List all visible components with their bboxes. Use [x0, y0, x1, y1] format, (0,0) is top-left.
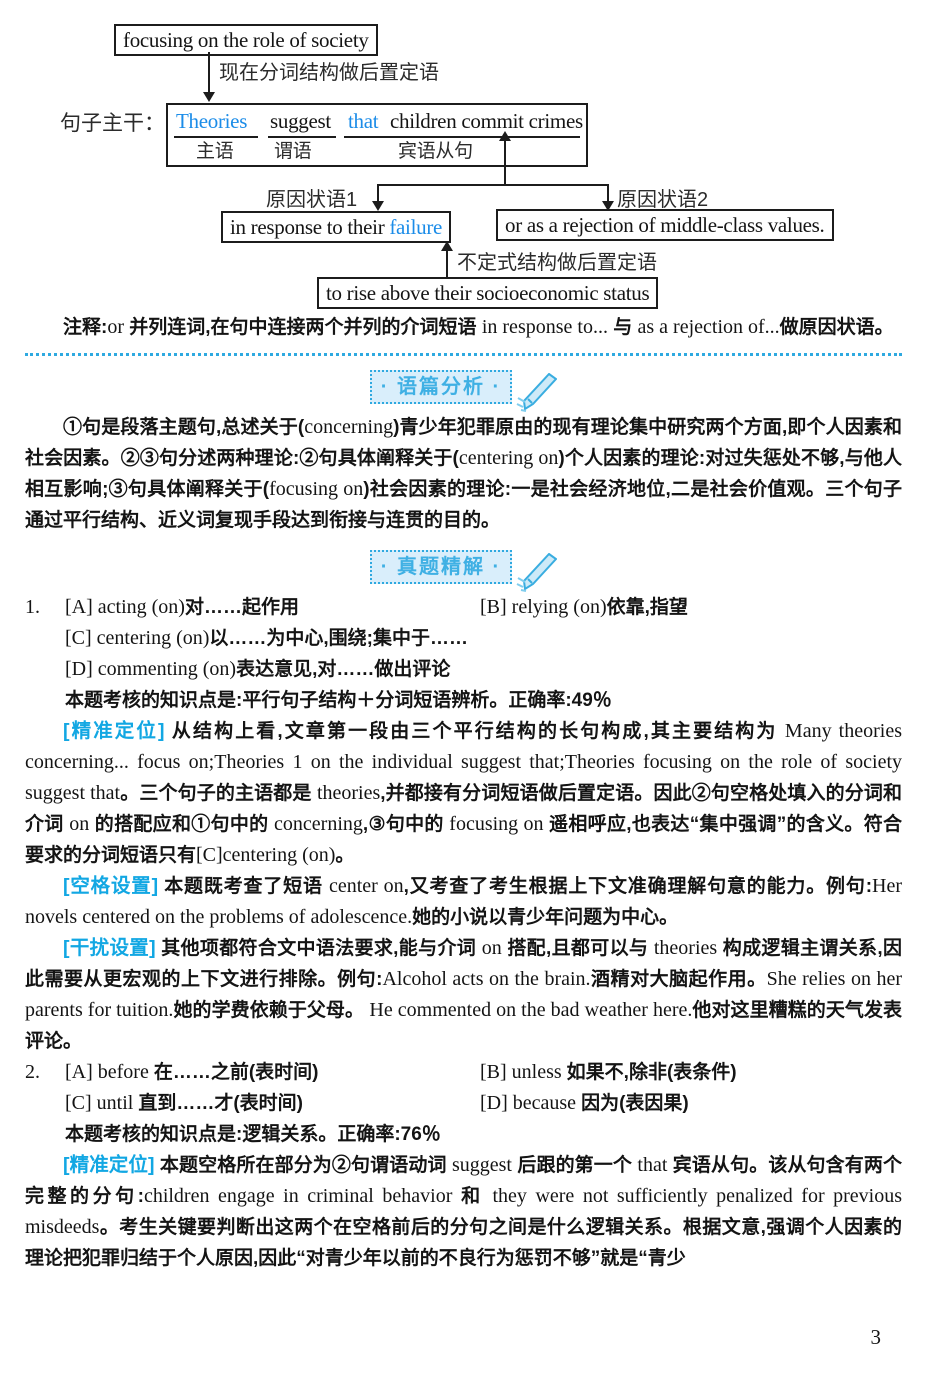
exam-badge-row: · 真题精解 · — [25, 547, 902, 592]
cause1-text: in response to their — [230, 215, 390, 239]
word-object-clause: children commit crimes — [390, 109, 583, 133]
question-number: 2. — [25, 1061, 40, 1083]
diagram-box-participle: focusing on the role of society — [114, 24, 378, 56]
word-that: that — [348, 109, 379, 133]
role-object-clause: 宾语从句 — [398, 141, 473, 162]
infinitive-arrow-line — [446, 249, 448, 280]
locate-paragraph: [精准定位] 从结构上看,文章第一段由三个平行结构的长句构成,其主要结构为 Ma… — [25, 720, 903, 866]
underline-subject — [174, 136, 258, 138]
discourse-badge-row: · 语篇分析 · — [25, 367, 902, 412]
discourse-analysis-paragraph: ①句是段落主题句,总述关于(concerning)青少年犯罪原由的现有理论集中研… — [25, 416, 903, 531]
cause2-label: 原因状语2 — [617, 189, 709, 211]
word-theories: Theories — [176, 109, 248, 133]
diagram-box-infinitive: to rise above their socioeconomic status — [317, 277, 659, 309]
arrow-down-icon — [203, 92, 215, 102]
connector-horizontal — [377, 184, 609, 186]
diagram-box-cause1: in response to their failure — [221, 211, 452, 243]
option-b: [B] relying (on)依靠,指望 — [480, 596, 688, 618]
cause1-label: 原因状语1 — [266, 189, 358, 211]
page-content: 注释:or 并列连词,在句中连接两个并列的介词短语 in response to… — [25, 312, 902, 1274]
question-number: 1. — [25, 596, 40, 618]
distractor-paragraph: [干扰设置] 其他项都符合文中语法要求,能与介词 on 搭配,且都可以与 the… — [25, 937, 902, 1052]
option-c: [C] until 直到……才(表时间) — [65, 1092, 303, 1114]
participle-arrow-label: 现在分词结构做后置定语 — [219, 62, 439, 84]
infinitive-label: 不定式结构做后置定语 — [457, 252, 657, 274]
arrow-down-icon — [602, 201, 614, 211]
discourse-analysis-badge: · 语篇分析 · — [369, 370, 513, 404]
arrow-down-icon — [372, 201, 384, 211]
role-predicate: 谓语 — [274, 141, 312, 162]
underline-object-clause — [344, 136, 580, 138]
diagram-main-box: Theories suggest that children commit cr… — [166, 103, 588, 167]
knowledge-point-line: 本题考核的知识点是:逻辑关系。正确率:76％ — [65, 1124, 441, 1145]
word-suggest: suggest — [270, 109, 331, 133]
question-2: 2. [A] before 在……之前(表时间) [B] unless 如果不,… — [25, 1057, 902, 1274]
arrow-line-top — [208, 52, 210, 94]
connector-left-stub — [377, 184, 379, 204]
diagram-box-cause2: or as a rejection of middle-class values… — [496, 209, 834, 241]
option-a: [A] acting (on)对……起作用 — [65, 596, 299, 618]
section-divider — [25, 353, 902, 356]
cause1-highlight: failure — [389, 215, 443, 239]
connector-right-stub — [607, 184, 609, 204]
trunk-label: 句子主干： — [60, 112, 165, 135]
knowledge-point-line: 本题考核的知识点是:平行句子结构＋分词短语辨析。正确率:49％ — [65, 690, 612, 711]
option-d: [D] because 因为(表因果) — [480, 1092, 689, 1114]
arrow-up-icon — [441, 241, 453, 251]
pen-icon — [516, 372, 558, 412]
option-b: [B] unless 如果不,除非(表条件) — [480, 1061, 737, 1083]
arrow-up-icon — [499, 131, 511, 141]
option-d: [D] commenting (on)表达意见,对……做出评论 — [65, 658, 451, 680]
exam-analysis-badge: · 真题精解 · — [369, 550, 513, 584]
page-number: 3 — [870, 1325, 882, 1349]
note-paragraph: 注释:or 并列连词,在句中连接两个并列的介词短语 in response to… — [63, 316, 894, 338]
pen-icon — [516, 552, 558, 592]
question-1: 1. [A] acting (on)对……起作用 [B] relying (on… — [25, 592, 902, 1057]
option-c: [C] centering (on)以……为中心,围绕;集中于…… — [65, 627, 468, 649]
blank-setting-paragraph: [空格设置] 本题既考查了短语 center on,又考查了考生根据上下文准确理… — [25, 875, 903, 928]
option-a: [A] before 在……之前(表时间) — [65, 1061, 319, 1083]
locate-paragraph: [精准定位] 本题空格所在部分为②句谓语动词 suggest 后跟的第一个 th… — [25, 1154, 903, 1269]
underline-predicate — [268, 136, 336, 138]
role-subject: 主语 — [196, 141, 234, 162]
sentence-diagram: focusing on the role of society 现在分词结构做后… — [0, 0, 927, 312]
connector-up-line — [504, 140, 506, 186]
